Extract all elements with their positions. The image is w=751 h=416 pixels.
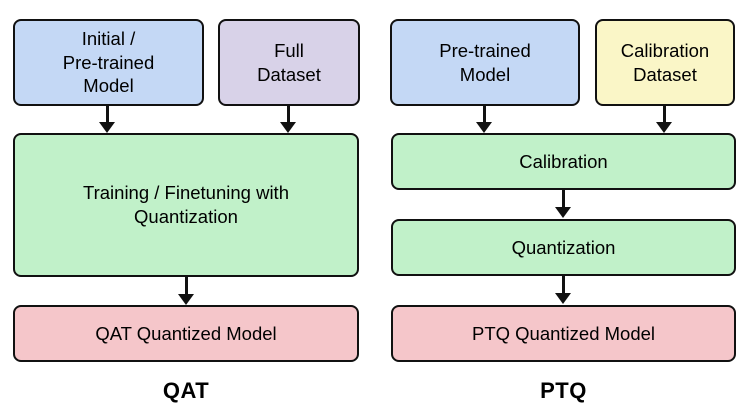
arrow-head-down-icon bbox=[280, 122, 296, 133]
qat-training-finetuning-node: Training / Finetuning with Quantization bbox=[13, 133, 359, 277]
arrow-stem bbox=[482, 105, 486, 122]
qat-column-title: QAT bbox=[162, 378, 210, 403]
arrow-head-down-icon bbox=[656, 122, 672, 133]
arrow-qat-training-to-output-icon bbox=[178, 277, 194, 305]
arrow-stem bbox=[662, 105, 666, 122]
arrow-head-down-icon bbox=[476, 122, 492, 133]
ptq-quantized-model-node: PTQ Quantized Model bbox=[391, 305, 736, 362]
arrow-stem bbox=[561, 276, 565, 293]
arrow-ptq-calibration-to-quantization-icon bbox=[555, 190, 571, 218]
qat-full-dataset-node: Full Dataset bbox=[218, 19, 360, 106]
qat-initial-pretrained-model-node: Initial / Pre-trained Model bbox=[13, 19, 204, 106]
ptq-quantization-node: Quantization bbox=[391, 219, 736, 276]
arrow-head-down-icon bbox=[178, 294, 194, 305]
arrow-qat-dataset-to-training-icon bbox=[280, 105, 296, 133]
ptq-column-title: PTQ bbox=[540, 378, 587, 403]
arrow-stem bbox=[286, 105, 290, 122]
arrow-ptq-model-to-calibration-icon bbox=[476, 105, 492, 133]
ptq-calibration-node: Calibration bbox=[391, 133, 736, 190]
arrow-head-down-icon bbox=[99, 122, 115, 133]
ptq-pretrained-model-node: Pre-trained Model bbox=[390, 19, 580, 106]
qat-quantized-model-node: QAT Quantized Model bbox=[13, 305, 359, 362]
arrow-stem bbox=[105, 105, 109, 122]
arrow-head-down-icon bbox=[555, 293, 571, 304]
arrow-ptq-dataset-to-calibration-icon bbox=[656, 105, 672, 133]
ptq-calibration-dataset-node: Calibration Dataset bbox=[595, 19, 735, 106]
arrow-stem bbox=[561, 190, 565, 207]
arrow-stem bbox=[184, 277, 188, 294]
arrow-qat-model-to-training-icon bbox=[99, 105, 115, 133]
arrow-head-down-icon bbox=[555, 207, 571, 218]
arrow-ptq-quantization-to-output-icon bbox=[555, 276, 571, 304]
